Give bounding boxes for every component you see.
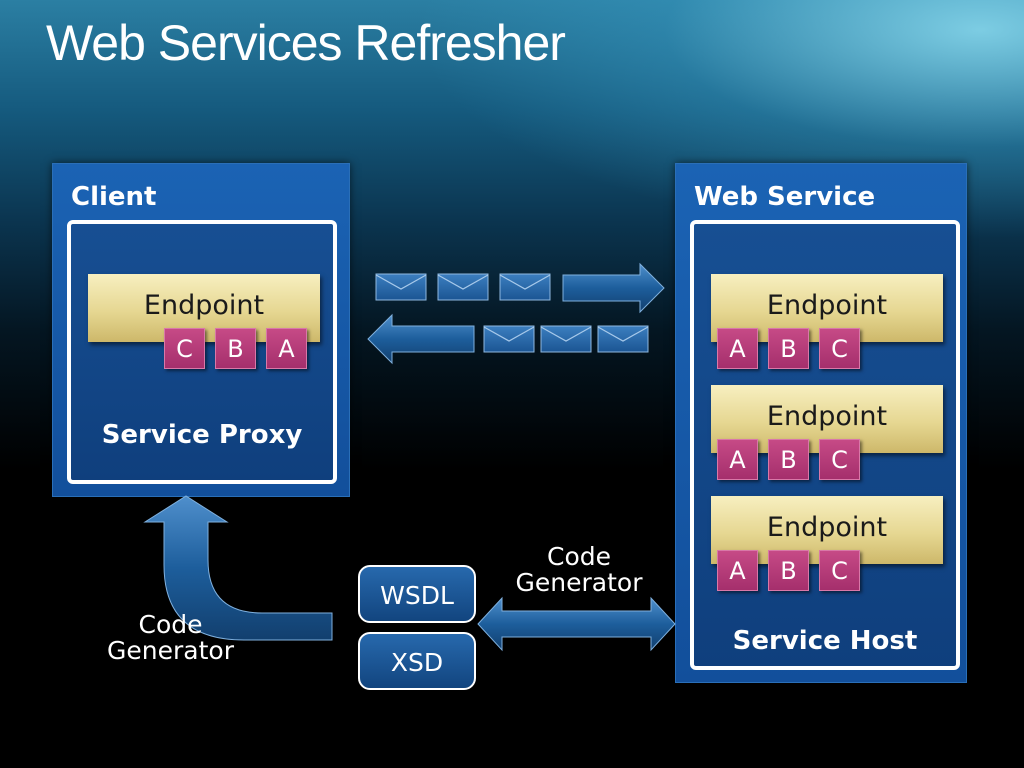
slide-title: Web Services Refresher [46,15,566,71]
client-contract-c: C [164,328,205,369]
client-endpoint-label: Endpoint [143,290,265,321]
client-code-generator-arrow [143,495,333,641]
right-code-generator-line1: Code [546,542,611,571]
service-host-box: Endpoint A B C Endpoint A B C Endpoint A… [690,220,960,670]
service-proxy-label: Service Proxy [101,420,303,450]
service-endpoint-3-contract-b: B [768,550,809,591]
web-service-panel: Web Service Endpoint A B C Endpoint A B … [675,163,967,683]
request-envelope-2 [437,273,489,301]
client-contract-a: A [266,328,307,369]
right-code-generator-label: Code Generator [505,544,653,596]
service-endpoint-2-contract-a: A [717,439,758,480]
request-envelope-1 [375,273,427,301]
web-service-label: Web Service [694,182,876,212]
left-code-generator-line1: Code [138,610,203,639]
client-contract-b: B [215,328,256,369]
service-endpoint-2-contract-b: B [768,439,809,480]
service-endpoint-1-contract-c: C [819,328,860,369]
client-label: Client [71,182,157,212]
left-code-generator-line2: Generator [107,636,234,665]
response-envelope-1 [483,325,535,353]
service-proxy-box: Endpoint C B A Service Proxy [67,220,337,484]
service-endpoint-3-contract-a: A [717,550,758,591]
wsdl-document: WSDL [358,565,476,623]
response-envelope-2 [540,325,592,353]
right-code-generator-line2: Generator [515,568,643,597]
request-arrow [562,262,665,314]
service-endpoint-1-contract-b: B [768,328,809,369]
service-endpoint-2-label: Endpoint [766,401,888,432]
service-endpoint-1-label: Endpoint [766,290,888,321]
request-envelope-3 [499,273,551,301]
service-endpoint-1-contract-a: A [717,328,758,369]
service-endpoint-3-label: Endpoint [766,512,888,543]
service-endpoint-3-contract-c: C [819,550,860,591]
service-endpoint-2-contract-c: C [819,439,860,480]
service-code-generator-arrow [477,596,676,652]
left-code-generator-label: Code Generator [98,612,243,664]
response-arrow [367,313,475,365]
client-panel: Client Endpoint C B A Service Proxy [52,163,350,497]
service-host-label: Service Host [732,626,918,656]
response-envelope-3 [597,325,649,353]
xsd-document: XSD [358,632,476,690]
